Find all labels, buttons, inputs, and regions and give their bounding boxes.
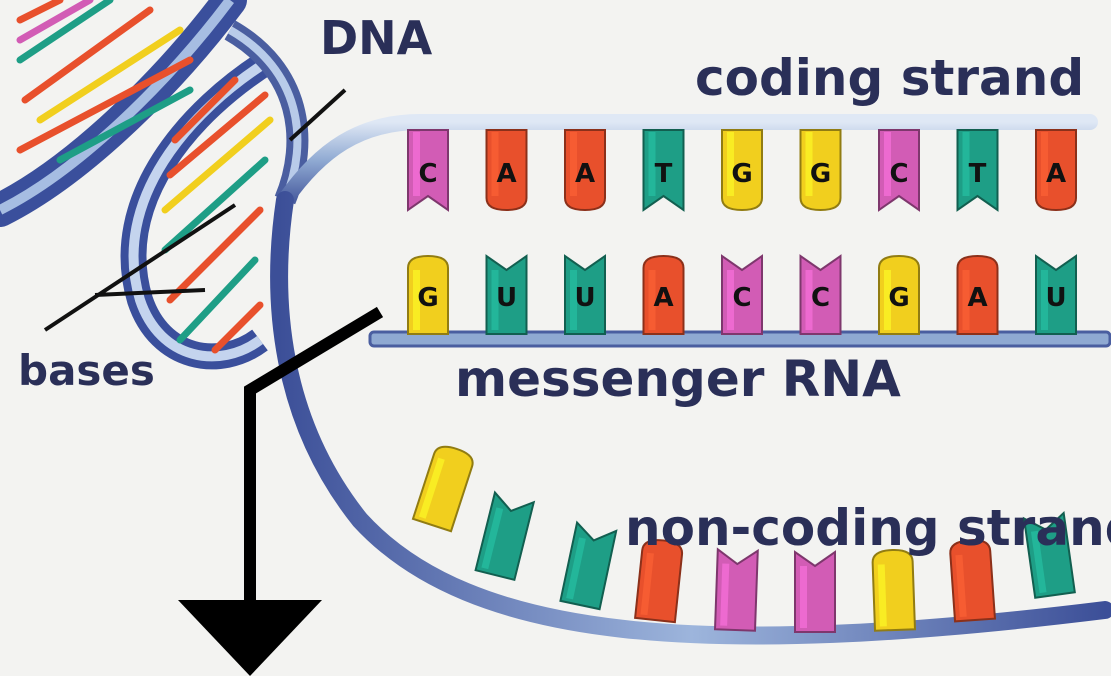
dna-label: DNA <box>320 11 433 65</box>
coding-base-letter: A <box>496 159 516 189</box>
mrna-base-letter: C <box>732 283 751 313</box>
coding-base-letter: C <box>418 159 437 189</box>
non-coding-base-highlight <box>877 564 887 627</box>
coding-base-7: T <box>956 129 999 212</box>
non-coding-base-highlight <box>640 552 654 616</box>
coding-base-4: G <box>721 129 763 212</box>
bases-pointer-line-1 <box>43 203 237 332</box>
non-coding-base-highlight <box>418 457 445 519</box>
mrna-base-6: G <box>878 254 920 335</box>
helix-backbone-back-highlight <box>0 0 234 215</box>
coding-base-2: A <box>564 129 606 212</box>
non-coding-base-1 <box>474 490 536 582</box>
non-coding-base-highlight <box>955 554 967 618</box>
coding-base-highlight <box>884 132 891 196</box>
helix-middle-rungs <box>161 76 274 354</box>
mrna-base-letter: G <box>417 283 438 313</box>
non-coding-strand-backbone <box>270 191 1111 645</box>
mrna-base-highlight <box>413 270 420 330</box>
non-coding-strand-bases <box>411 445 1076 633</box>
mrna-base-highlight <box>805 270 813 330</box>
mrna-base-highlight <box>491 270 499 330</box>
dna-helix <box>0 0 309 370</box>
mrna-base-letter: A <box>967 283 987 313</box>
coding-base-highlight <box>727 132 734 196</box>
coding-strand-backbone <box>277 114 1098 208</box>
coding-base-highlight <box>491 132 499 196</box>
coding-base-letter: G <box>731 159 752 189</box>
mrna-base-3: A <box>642 254 685 335</box>
non-coding-base-0 <box>411 445 474 533</box>
coding-base-8: A <box>1035 129 1077 212</box>
coding-base-6: C <box>878 129 920 212</box>
mrna-base-highlight <box>962 270 970 330</box>
mrna-base-letter: U <box>496 283 517 313</box>
coding-base-highlight <box>570 132 577 196</box>
non-coding-base-7 <box>949 539 997 623</box>
messenger-rna-label: messenger RNA <box>455 350 901 408</box>
non-coding-base-3 <box>634 539 684 624</box>
non-coding-base-highlight <box>1030 530 1047 594</box>
non-coding-base-highlight <box>481 507 504 570</box>
mrna-base-0: G <box>407 254 449 335</box>
arrow-head <box>178 600 322 676</box>
non-coding-base-highlight <box>720 563 730 626</box>
mrna-base-letter: C <box>811 283 830 313</box>
mrna-base-highlight <box>1041 270 1048 330</box>
non-coding-base-2 <box>559 520 618 611</box>
coding-base-letter: A <box>575 159 595 189</box>
bases-label: bases <box>18 346 155 395</box>
coding-base-highlight <box>648 132 656 196</box>
mrna-base-highlight <box>570 270 577 330</box>
mrna-base-8: U <box>1035 254 1077 335</box>
coding-strand-label: coding strand <box>695 49 1084 107</box>
mrna-base-highlight <box>727 270 734 330</box>
mrna-base-letter: G <box>888 283 909 313</box>
dna-pointer-line <box>288 88 347 142</box>
coding-base-highlight <box>805 132 813 196</box>
non-coding-base-8 <box>1022 510 1076 599</box>
coding-base-letter: A <box>1046 159 1066 189</box>
coding-base-5: G <box>799 129 842 212</box>
non-coding-base-6 <box>871 549 917 632</box>
mrna-base-7: A <box>956 254 999 335</box>
helix-upper-rungs <box>16 0 194 164</box>
non-coding-base-highlight <box>566 537 586 600</box>
arrow-shaft <box>244 306 384 615</box>
mrna-base-4: C <box>721 254 763 335</box>
non-coding-base-highlight <box>800 566 807 628</box>
coding-base-highlight <box>413 132 420 196</box>
coding-base-letter: T <box>969 159 987 189</box>
coding-base-highlight <box>962 132 970 196</box>
down-arrow <box>178 306 384 676</box>
mrna-base-letter: U <box>574 283 595 313</box>
coding-base-highlight <box>1041 132 1048 196</box>
non-coding-base-5 <box>794 550 836 633</box>
mrna-base-1: U <box>485 254 528 335</box>
coding-base-letter: C <box>889 159 908 189</box>
coding-base-1: A <box>485 129 528 212</box>
non-coding-strand-label: non-coding strand <box>625 499 1111 557</box>
coding-base-3: T <box>642 129 685 212</box>
mrna-base-5: C <box>799 254 842 335</box>
mrna-base-2: U <box>564 254 606 335</box>
non-coding-base-4 <box>713 547 759 632</box>
mrna-base-letter: A <box>653 283 673 313</box>
mrna-base-highlight <box>648 270 656 330</box>
coding-base-0: C <box>407 129 449 212</box>
coding-base-letter: T <box>655 159 673 189</box>
mrna-base-highlight <box>884 270 891 330</box>
coding-base-letter: G <box>810 159 831 189</box>
mrna-base-letter: U <box>1045 283 1066 313</box>
bases-pointer-line-2 <box>94 288 206 297</box>
non-coding-base-shape <box>411 445 474 533</box>
